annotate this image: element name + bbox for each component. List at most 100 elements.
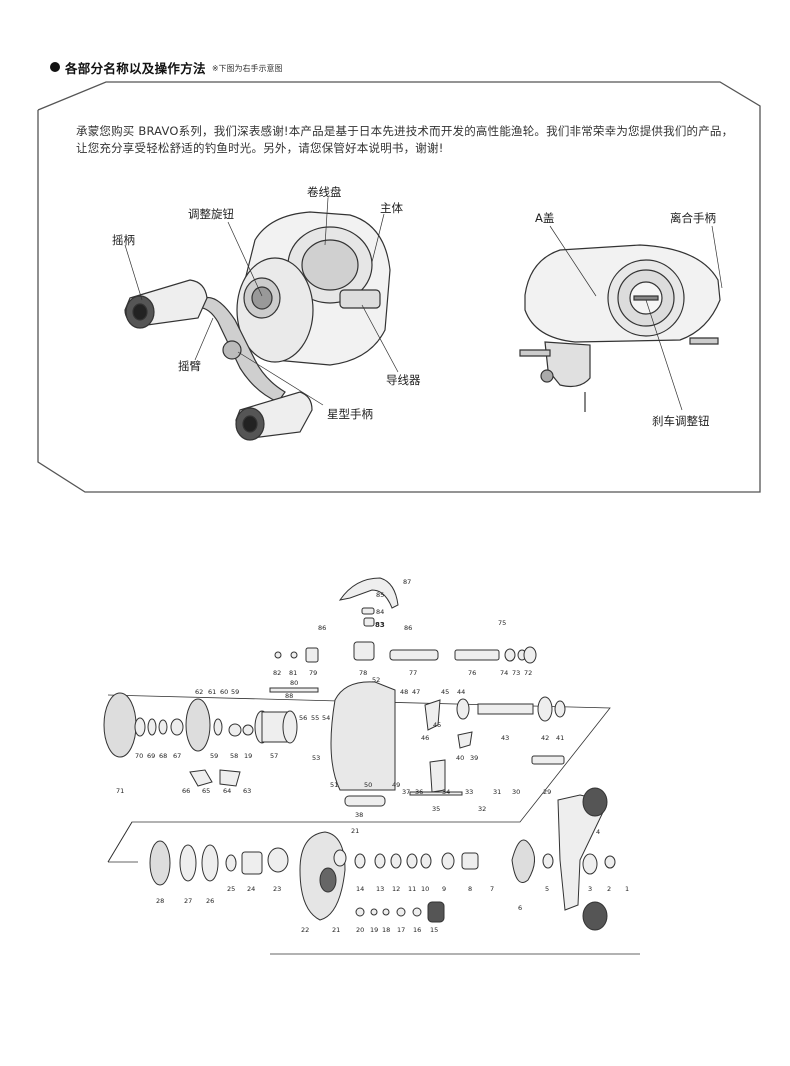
part-number: 34 [442,788,451,796]
section-header: 各部分名称以及操作方法 ※下图为右手示意图 [50,58,283,76]
part-number: 6 [518,904,523,912]
part-number: 30 [512,788,521,796]
part-number: 83 [375,621,385,629]
part-number: 68 [159,752,168,760]
label-spool: 卷线盘 [307,185,342,199]
part-number: 33 [465,788,474,796]
part-number: 4 [596,828,601,836]
part-number: 82 [273,669,282,677]
part-number: 32 [478,805,487,813]
part-number: 73 [512,669,521,677]
part-number: 36 [415,788,424,796]
part-number: 41 [556,734,565,742]
label-handle: 摇柄 [112,233,135,247]
part-number: 29 [543,788,552,796]
intro-paragraph: 承蒙您购买 BRAVO系列，我们深表感谢!本产品是基于日本先进技术而开发的高性能… [76,124,734,155]
label-body: 主体 [380,201,403,215]
part-number: 38 [355,811,364,819]
part-number: 16 [413,926,422,934]
part-number: 5 [545,885,550,893]
part-number: 75 [498,619,507,627]
label-clutch: 离合手柄 [670,211,716,225]
part-number: 62 [195,688,204,696]
part-number: 23 [273,885,282,893]
part-number: 86 [404,624,413,632]
part-number: 35 [432,805,441,813]
part-number: 48 [400,688,409,696]
label-star-drag: 星型手柄 [327,407,373,421]
part-number: 64 [223,787,232,795]
part-number: 24 [247,885,256,893]
label-adjust-knob: 调整旋钮 [188,207,234,221]
overview-frame [37,81,761,493]
part-number: 31 [493,788,502,796]
part-number: 47 [412,688,421,696]
reel-side-view [124,197,399,441]
part-number: 3 [588,885,593,893]
reel-other-side-view [519,225,723,412]
part-number: 20 [356,926,365,934]
part-number: 37 [402,788,411,796]
part-number: 71 [116,787,125,795]
part-number: 8 [468,885,473,893]
part-number: 72 [524,669,533,677]
part-number: 79 [309,669,318,677]
part-number: 85 [376,591,385,599]
part-number: 51 [330,781,339,789]
part-number: 45 [441,688,450,696]
part-number: 59 [210,752,219,760]
part-number: 40 [456,754,465,762]
part-number: 49 [392,781,401,789]
part-number: 57 [270,752,279,760]
part-number: 87 [403,578,412,586]
part-number: 39 [470,754,479,762]
part-number: 66 [182,787,191,795]
part-number: 19 [370,926,379,934]
part-number: 25 [227,885,236,893]
part-number: 69 [147,752,156,760]
part-number: 70 [135,752,144,760]
part-number: 81 [289,669,298,677]
part-number: 88 [285,692,294,700]
part-number: 84 [376,608,385,616]
label-line-guide: 导线器 [386,373,421,387]
part-number: 54 [322,714,331,722]
part-number: 18 [382,926,391,934]
part-number: 1 [625,885,630,893]
part-number: 28 [156,897,165,905]
part-number: 46 [421,734,430,742]
label-brake-knob: 刹车调整钮 [652,414,710,428]
part-number: 53 [312,754,321,762]
part-number: 65 [202,787,211,795]
part-number: 61 [208,688,217,696]
part-number: 7 [490,885,495,893]
part-number: 45 [433,721,442,729]
part-number: 50 [364,781,373,789]
part-number: 58 [230,752,239,760]
part-number: 14 [356,885,365,893]
part-number: 21 [332,926,341,934]
section-title: 各部分名称以及操作方法 [65,60,206,76]
part-number: 21 [351,827,360,835]
part-number: 15 [430,926,439,934]
part-number: 59 [231,688,240,696]
part-number: 78 [359,669,368,677]
part-number: 77 [409,669,418,677]
part-number: 13 [376,885,385,893]
section-note: ※下图为右手示意图 [211,63,283,73]
part-number: 55 [311,714,320,722]
label-cover-a: A盖 [535,211,555,225]
part-number: 10 [421,885,430,893]
part-number: 22 [301,926,310,934]
part-number: 26 [206,897,215,905]
part-number: 56 [299,714,308,722]
part-number: 63 [243,787,252,795]
part-number: 86 [318,624,327,632]
part-number: 80 [290,679,299,687]
part-number: 11 [408,885,417,893]
bullet-icon [50,62,60,72]
part-number: 12 [392,885,401,893]
label-handle-arm: 摇臂 [178,359,201,373]
part-number: 43 [501,734,510,742]
